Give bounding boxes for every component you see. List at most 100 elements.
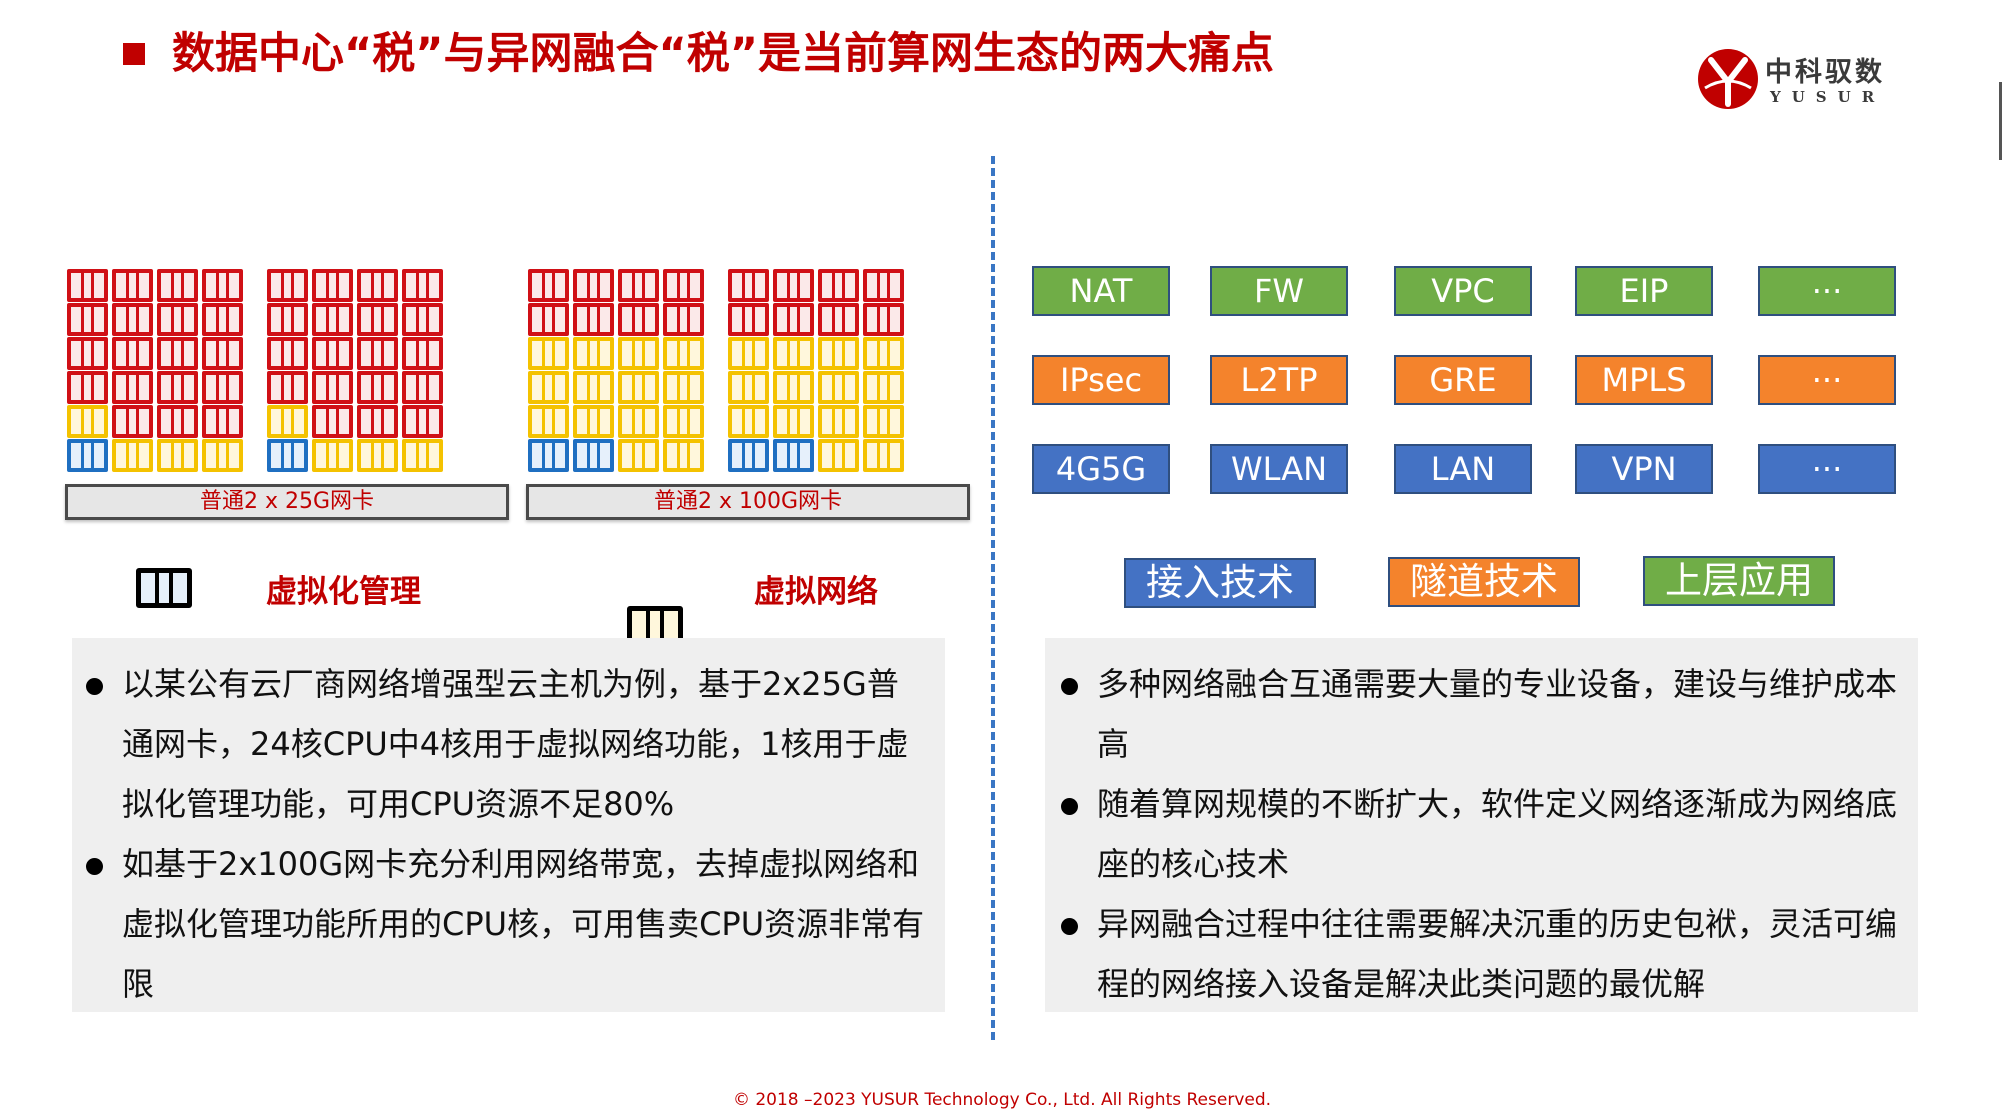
- cpu-column: [357, 269, 398, 472]
- cpu-core-icon: [618, 439, 659, 472]
- cpu-core-icon: [573, 405, 614, 438]
- cpu-core-icon: [728, 439, 769, 472]
- yusur-logo-icon: [1698, 49, 1758, 109]
- cpu-core-icon: [312, 405, 353, 438]
- cpu-core-icon: [112, 269, 153, 302]
- cpu-core-icon: [528, 303, 569, 336]
- cpu-core-icon: [773, 439, 814, 472]
- cpu-core-icon: [402, 337, 443, 370]
- cpu-core-icon: [157, 405, 198, 438]
- proto-more-orange: ···: [1758, 355, 1896, 405]
- cpu-column: [618, 269, 659, 472]
- cpu-core-icon: [663, 337, 704, 370]
- cpu-core-icon: [663, 371, 704, 404]
- proto-4g5g: 4G5G: [1032, 444, 1170, 494]
- cpu-core-icon: [67, 303, 108, 336]
- cpu-core-icon: [818, 269, 859, 302]
- cpu-core-icon: [863, 269, 904, 302]
- cpu-column: [663, 269, 704, 472]
- nic-100g-label: 普通2 x 100G网卡: [526, 484, 970, 520]
- cpu-column: [863, 269, 904, 472]
- cpu-core-icon: [202, 371, 243, 404]
- cpu-core-icon: [112, 337, 153, 370]
- proto-vpn: VPN: [1575, 444, 1713, 494]
- cpu-core-icon: [818, 303, 859, 336]
- cpu-core-icon: [402, 371, 443, 404]
- cpu-core-icon: [618, 303, 659, 336]
- cpu-column: [818, 269, 859, 472]
- cpu-core-icon: [157, 269, 198, 302]
- company-logo: 中科驭数 YUSUR: [1697, 48, 1899, 114]
- proto-gre: GRE: [1394, 355, 1532, 405]
- left-text-panel: 以某公有云厂商网络增强型云主机为例，基于2x25G普通网卡，24核CPU中4核用…: [72, 638, 945, 1012]
- list-item: 多种网络融合互通需要大量的专业设备，建设与维护成本高: [1053, 654, 1905, 774]
- proto-wlan: WLAN: [1210, 444, 1348, 494]
- cpu-core-icon: [573, 269, 614, 302]
- scrollbar-indicator[interactable]: [1999, 82, 2002, 160]
- cpu-core-icon: [357, 405, 398, 438]
- cpu-column: [573, 269, 614, 472]
- cpu-core-icon: [112, 405, 153, 438]
- cpu-core-icon: [67, 371, 108, 404]
- cpu-core-icon: [573, 439, 614, 472]
- cpu-core-icon: [357, 371, 398, 404]
- cpu-grid-100g: [528, 269, 908, 472]
- category-access: 接入技术: [1124, 558, 1316, 608]
- logo-en-text: YUSUR: [1770, 88, 1886, 106]
- cpu-core-icon: [528, 337, 569, 370]
- cpu-core-icon: [67, 337, 108, 370]
- cpu-core-icon: [728, 405, 769, 438]
- cpu-core-icon: [202, 405, 243, 438]
- cpu-core-icon: [267, 405, 308, 438]
- cpu-core-icon: [663, 405, 704, 438]
- cpu-core-icon: [818, 405, 859, 438]
- proto-l2tp: L2TP: [1210, 355, 1348, 405]
- cpu-core-icon: [728, 371, 769, 404]
- cpu-core-icon: [267, 439, 308, 472]
- cpu-core-icon: [773, 303, 814, 336]
- cpu-core-icon: [618, 337, 659, 370]
- legend-virtual-network: 虚拟网络: [754, 574, 878, 610]
- bullet-dot: [86, 678, 103, 695]
- cpu-column: [202, 269, 243, 472]
- virtualization-mgmt-core-icon: [136, 568, 192, 608]
- cpu-core-icon: [402, 303, 443, 336]
- right-text-panel: 多种网络融合互通需要大量的专业设备，建设与维护成本高 随着算网规模的不断扩大，软…: [1045, 638, 1918, 1012]
- nic-25g-label: 普通2 x 25G网卡: [65, 484, 509, 520]
- cpu-core-icon: [618, 371, 659, 404]
- cpu-core-icon: [112, 303, 153, 336]
- cpu-core-icon: [312, 337, 353, 370]
- cpu-core-icon: [312, 303, 353, 336]
- bullet-dot: [1061, 678, 1078, 695]
- cpu-core-icon: [67, 269, 108, 302]
- cpu-column: [67, 269, 108, 472]
- cpu-core-icon: [863, 405, 904, 438]
- cpu-core-icon: [863, 371, 904, 404]
- cpu-core-icon: [528, 439, 569, 472]
- category-tunnel: 隧道技术: [1388, 557, 1580, 607]
- cpu-core-icon: [773, 371, 814, 404]
- cpu-core-icon: [402, 269, 443, 302]
- cpu-core-icon: [267, 269, 308, 302]
- bullet-dot: [1061, 798, 1078, 815]
- category-application: 上层应用: [1643, 556, 1835, 606]
- cpu-core-icon: [357, 303, 398, 336]
- cpu-core-icon: [863, 303, 904, 336]
- cpu-core-icon: [402, 439, 443, 472]
- proto-fw: FW: [1210, 266, 1348, 316]
- cpu-core-icon: [663, 303, 704, 336]
- cpu-core-icon: [863, 337, 904, 370]
- cpu-core-icon: [663, 269, 704, 302]
- cpu-core-icon: [528, 371, 569, 404]
- cpu-core-icon: [773, 405, 814, 438]
- cpu-core-icon: [728, 337, 769, 370]
- cpu-core-icon: [157, 303, 198, 336]
- cpu-core-icon: [202, 439, 243, 472]
- section-divider: [991, 156, 995, 1040]
- cpu-core-icon: [773, 337, 814, 370]
- cpu-core-icon: [818, 371, 859, 404]
- cpu-core-icon: [202, 337, 243, 370]
- cpu-core-icon: [618, 405, 659, 438]
- proto-lan: LAN: [1394, 444, 1532, 494]
- cpu-core-icon: [663, 439, 704, 472]
